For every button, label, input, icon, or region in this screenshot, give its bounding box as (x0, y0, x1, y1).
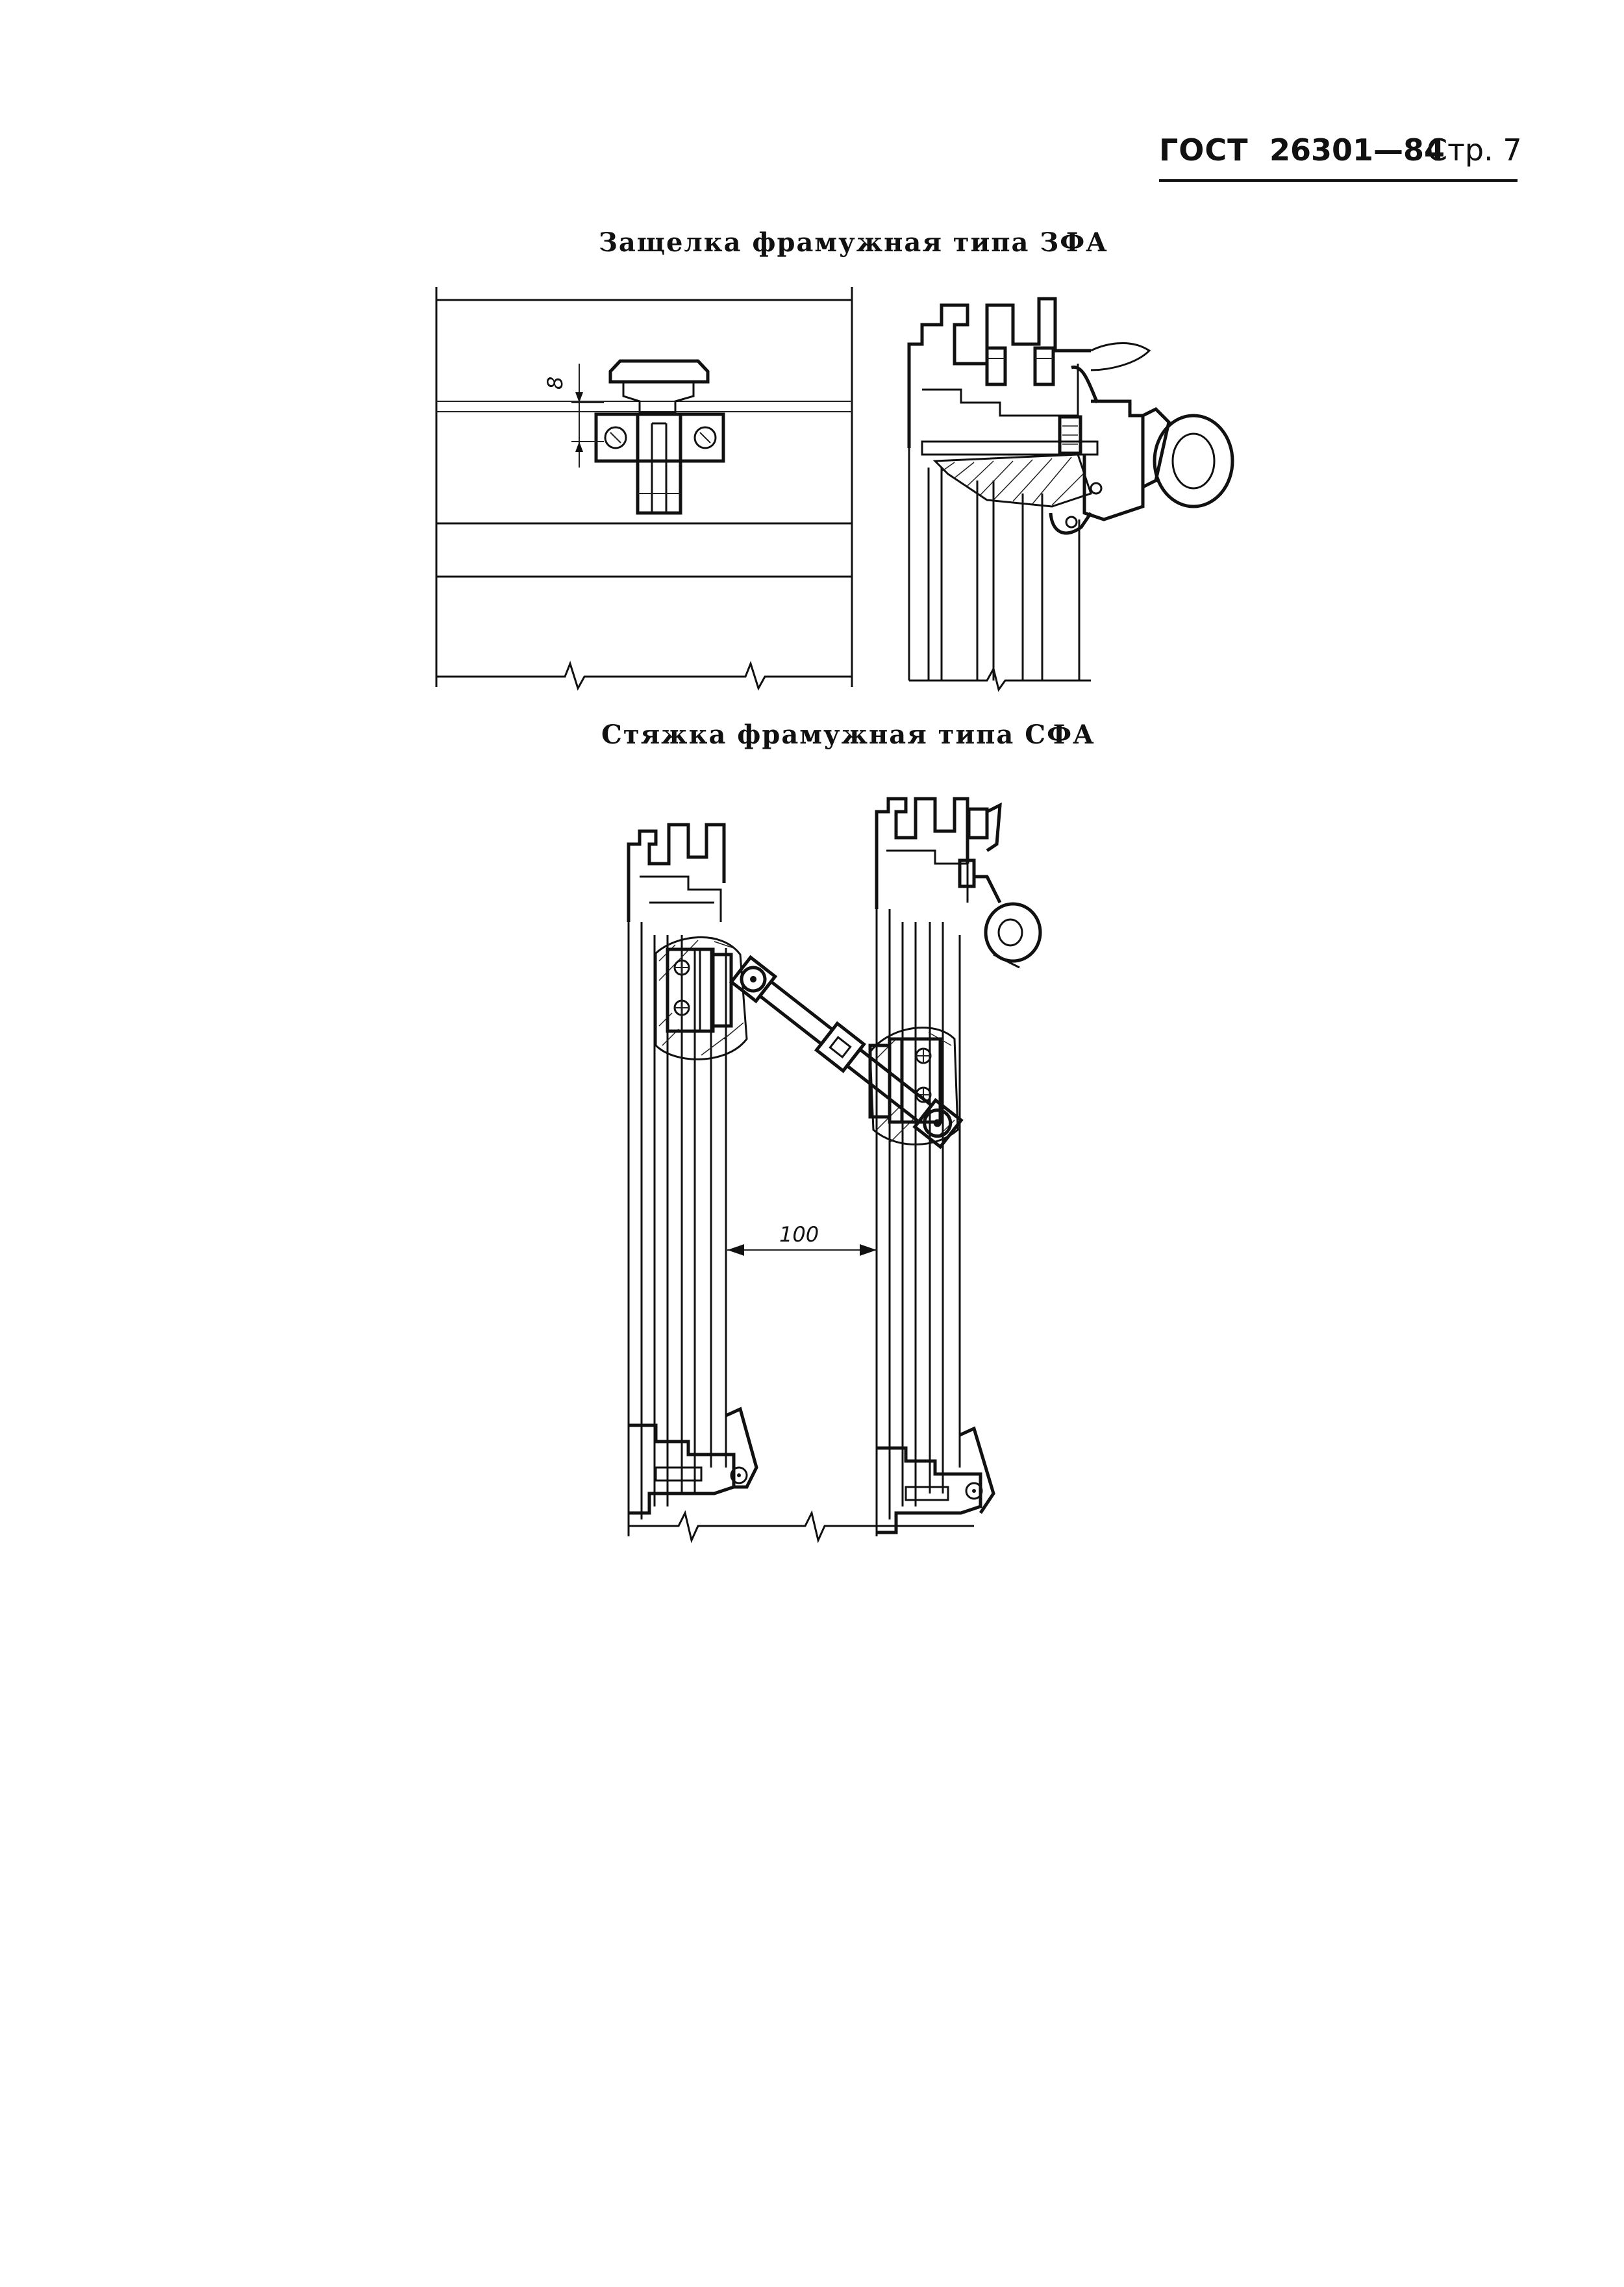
page-header: ГОСТ 26301—84 Стр. 7 (1159, 127, 1523, 184)
standard-number: 26301—84 (1269, 132, 1445, 168)
dimension-gap: 100 (779, 1222, 819, 1247)
header-rule (1159, 179, 1518, 182)
tie-assembly-view (627, 797, 1042, 1543)
dimension-latch-offset: 8 (543, 377, 568, 390)
section-title-latch: Защелка фрамужная типа ЗФА (599, 227, 1108, 258)
section-title-tie: Стяжка фрамужная типа СФА (601, 719, 1095, 750)
standard-label: ГОСТ (1159, 132, 1249, 168)
latch-section-view (907, 297, 1234, 692)
latch-front-view (435, 287, 853, 691)
page-number: Стр. 7 (1427, 132, 1522, 168)
